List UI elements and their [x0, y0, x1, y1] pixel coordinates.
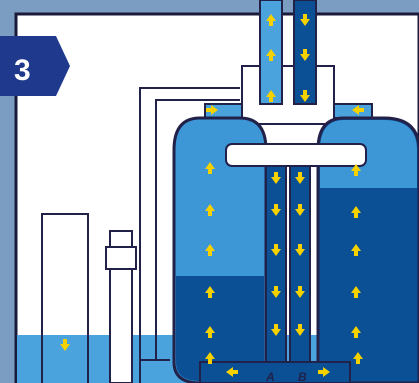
arrow-icon [271, 172, 281, 184]
arrow-icon [351, 206, 361, 218]
arrow-icon [266, 49, 276, 61]
arrow-icon [300, 90, 310, 102]
step-number: 3 [14, 54, 31, 87]
arrow-icon [351, 326, 361, 338]
arrow-icon [271, 286, 281, 298]
arrow-icon [318, 367, 330, 377]
arrow-icon [271, 324, 281, 336]
arrow-icon [60, 339, 70, 351]
arrow-icon [295, 324, 305, 336]
arrow-icon [295, 204, 305, 216]
arrow-icon [300, 14, 310, 26]
bottom-manifold [199, 361, 351, 383]
arrow-icon [205, 352, 215, 364]
arrow-icon [271, 244, 281, 256]
arrow-icon [352, 105, 364, 115]
arrow-icon [351, 164, 361, 176]
arrow-icon [266, 14, 276, 26]
right-tank-top-water [320, 120, 417, 188]
arrow-icon [206, 105, 218, 115]
arrow-icon [205, 326, 215, 338]
arrow-icon [295, 172, 305, 184]
arrow-icon [205, 286, 215, 298]
arrow-icon [205, 162, 215, 174]
left-tank-resin-bed [176, 276, 264, 381]
arrow-icon [266, 90, 276, 102]
flow-arrows [60, 14, 364, 377]
arrow-icon [295, 286, 305, 298]
brine-valve-collar [105, 246, 137, 270]
arrow-icon [295, 244, 305, 256]
step-badge [0, 36, 70, 96]
arrow-icon [351, 244, 361, 256]
arrow-icon [226, 367, 238, 377]
crossover-bar [225, 143, 367, 167]
arrow-icon [271, 204, 281, 216]
port-label-b: B [298, 370, 307, 383]
arrow-icon [353, 352, 363, 364]
port-label-a: A [265, 370, 275, 383]
right-tank-connector [333, 103, 373, 119]
control-valve-head [241, 65, 335, 125]
arrow-icon [351, 286, 361, 298]
brine-pipe-inner [155, 99, 240, 360]
brine-pipe-outer [139, 87, 240, 383]
arrow-icon [205, 204, 215, 216]
arrow-icon [300, 49, 310, 61]
arrow-icon [205, 244, 215, 256]
